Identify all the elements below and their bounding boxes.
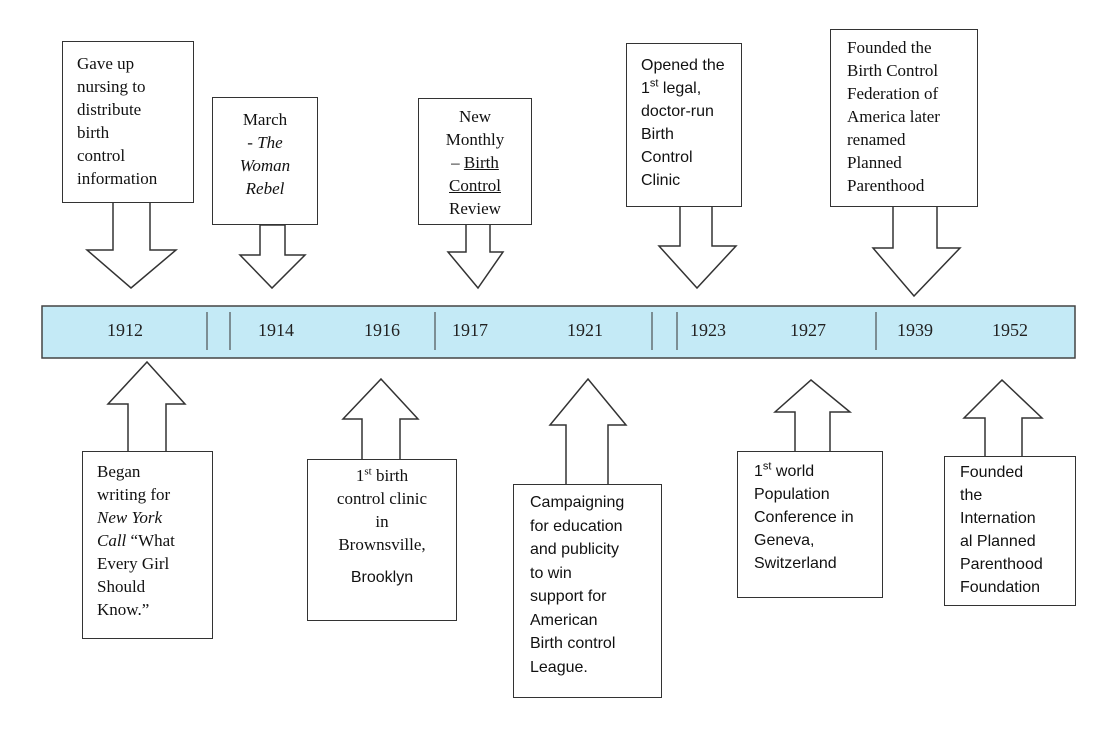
event-text: renamed [847,130,906,149]
year-label-1912: 1912 [107,320,143,340]
event-text: 1 [355,466,365,485]
event-text: 1 [641,80,650,97]
event-text: Gave up [77,54,135,73]
event-box-1939-federation: Founded the Birth Control Federation of … [830,29,978,207]
timeline-bar [41,305,1076,359]
event-text: March [242,110,288,129]
year-label-1916: 1916 [364,320,400,340]
event-box-1921-campaigning: Campaigning for education and publicity … [513,484,662,698]
event-text: Population [754,486,830,503]
event-text: Geneva, [754,532,815,549]
event-text: Birth [641,126,674,143]
event-box-1917-review: New Monthly – Birth Control Review [418,98,532,225]
event-text: Founded the [847,38,932,57]
event-text: nursing to [77,77,146,96]
down-arrow-1939 [871,205,962,298]
event-box-1912-new-york-call: Began writing for New York Call “What Ev… [82,451,213,639]
up-arrow-1912 [106,360,187,453]
event-text-italic: Call [97,531,127,550]
year-label-1914: 1914 [258,320,294,340]
event-text-italic: Rebel [245,179,285,198]
event-box-1952-ippf: Founded the Internation al Planned Paren… [944,456,1076,606]
event-text: Internation [960,510,1036,527]
event-text: Parenthood [847,176,925,195]
down-arrow-1914 [238,224,307,290]
event-text: Birth control [530,635,616,652]
event-text: Monthly [445,130,505,149]
event-text: Conference in [754,509,854,526]
up-arrow-1927 [773,379,853,454]
event-text: – [451,153,464,172]
event-text: for education [530,517,623,535]
up-arrow-1952 [962,378,1044,459]
up-arrow-1921 [548,377,628,486]
down-arrow-1917 [446,223,505,290]
event-box-1912-nursing: Gave up nursing to distribute birth cont… [62,41,194,203]
event-text-underlined: Birth [463,153,499,172]
event-text: Planned [847,153,902,172]
event-text: Opened the [641,57,725,74]
year-label-1917: 1917 [452,320,488,340]
event-text: al Planned [960,533,1036,550]
event-text: Every Girl [97,554,170,573]
event-text: control clinic [336,489,428,508]
event-text: writing for [97,485,171,504]
event-text: Parenthood [960,556,1043,573]
superscript: st [762,460,772,473]
event-text: Control [641,149,693,166]
event-text: Switzerland [754,555,837,572]
event-text: in [375,512,389,531]
event-text: Brooklyn [350,569,414,586]
event-text: world [771,463,815,480]
event-text: control [77,146,126,165]
year-label-1923: 1923 [690,320,726,340]
event-text: America later [847,107,940,126]
superscript: st [364,465,372,478]
event-text: support for [530,588,607,605]
event-text: and publicity [530,541,619,558]
event-text: Review [449,199,501,218]
event-text: “What [126,531,175,550]
year-label-1952: 1952 [992,320,1028,340]
event-text-italic: - The [247,133,283,152]
event-text: Federation of [847,84,939,103]
event-text: Brownsville, [338,535,426,554]
event-text: Should [97,577,146,596]
year-label-1927: 1927 [790,320,826,340]
event-box-1923-clinic: Opened the 1st legal, doctor-run Birth C… [626,43,742,207]
event-text: American [530,611,598,629]
event-text: Clinic [641,172,681,189]
event-text: Birth Control [847,61,939,80]
event-box-1914-woman-rebel: March - The Woman Rebel [212,97,318,225]
up-arrow-1916 [341,377,420,462]
year-label-1939: 1939 [897,320,933,340]
down-arrow-1912 [84,201,179,289]
event-text: Began [97,462,141,481]
event-text-italic: New York [97,508,163,527]
superscript: st [649,77,659,90]
event-text: to win [530,564,572,582]
event-text: legal, [658,80,702,97]
event-text: birth [371,466,409,485]
event-text: Know.” [97,600,150,619]
event-box-1927-geneva: 1st world Population Conference in Genev… [737,451,883,598]
event-text: New [458,107,492,126]
event-box-1916-brownsville: 1st birth control clinic in Brownsville,… [307,459,457,621]
down-arrow-1923 [657,205,738,290]
event-text: League. [530,658,588,676]
event-text: birth [77,123,110,142]
year-label-1921: 1921 [567,320,603,340]
event-text: the [960,487,983,504]
event-text-italic: Woman [239,156,291,175]
event-text: 1 [754,463,763,480]
event-text-underlined: Control [449,176,501,195]
event-text: Campaigning [530,494,625,511]
event-text: Foundation [960,579,1041,596]
event-text: information [77,169,158,188]
event-text: Founded [960,464,1024,481]
event-text: distribute [77,100,142,119]
event-text: doctor-run [641,103,714,120]
